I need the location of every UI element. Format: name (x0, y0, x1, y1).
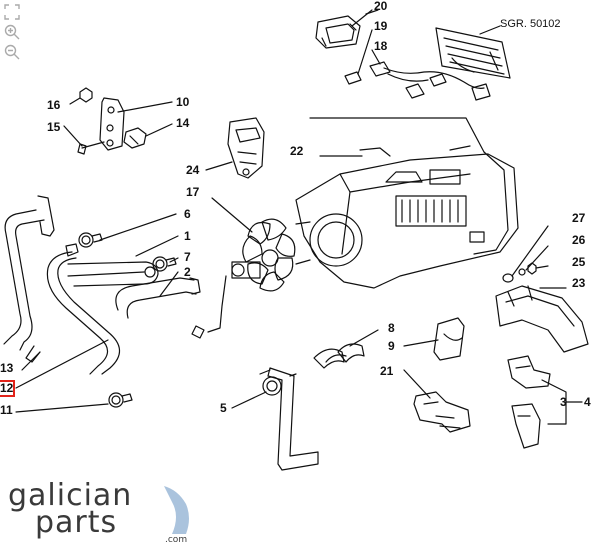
logo-accent-shape (164, 486, 189, 534)
callout-22[interactable]: 22 (290, 144, 304, 158)
reference-code: SGR. 50102 (500, 18, 561, 30)
callout-17[interactable]: 17 (186, 185, 200, 199)
callout-1[interactable]: 1 (184, 229, 191, 243)
part-4-bracket (511, 403, 541, 449)
callout-11[interactable]: 11 (0, 403, 13, 417)
part-sgr-plate (435, 27, 511, 79)
part-11-clamp (108, 392, 133, 408)
logo-line-1: galician (8, 478, 133, 513)
callout-8[interactable]: 8 (388, 321, 395, 335)
part-25-nut (527, 262, 537, 275)
callout-13[interactable]: 13 (0, 361, 14, 375)
part-26-washer (518, 268, 526, 276)
part-15-screw (77, 141, 105, 155)
callout-4[interactable]: 4 (584, 395, 591, 409)
part-13-hose (3, 195, 55, 363)
part-21-bracket (413, 391, 471, 433)
callout-24[interactable]: 24 (186, 163, 200, 177)
callout-18[interactable]: 18 (374, 39, 388, 53)
expand-icon[interactable] (3, 3, 21, 21)
part-6-clamp (78, 232, 103, 248)
part-23-air-duct (495, 285, 589, 353)
callout-20[interactable]: 20 (374, 0, 388, 13)
callout-16[interactable]: 16 (47, 98, 61, 112)
callout-15[interactable]: 15 (47, 120, 61, 134)
zoom-out-icon[interactable] (3, 43, 21, 61)
part-8-clips (313, 343, 365, 369)
part-19-connector (344, 71, 362, 85)
part-5-bracket (259, 367, 319, 471)
part-24-housing (227, 117, 265, 179)
callout-9[interactable]: 9 (388, 339, 395, 353)
callout-12[interactable]: 12 (0, 380, 16, 397)
logo-line-2: parts (35, 505, 118, 540)
callout-26[interactable]: 26 (572, 233, 586, 247)
part-2-hose (115, 277, 201, 319)
callout-3[interactable]: 3 (560, 395, 567, 409)
part-20-module (315, 9, 379, 49)
logo-tld: .com (165, 535, 188, 545)
part-3-clip (507, 355, 551, 389)
part-7-clamp (152, 256, 177, 272)
callout-23[interactable]: 23 (572, 276, 586, 290)
callout-19[interactable]: 19 (374, 19, 388, 33)
viewer-toolbar (3, 3, 23, 63)
callout-21[interactable]: 21 (380, 364, 394, 378)
part-18-wiring-harness (369, 57, 491, 101)
part-27-grommet (502, 273, 514, 283)
part-10-bracket (99, 97, 125, 151)
part-14-clip (123, 127, 147, 149)
part-1-hose (67, 261, 159, 287)
callout-7[interactable]: 7 (184, 250, 191, 264)
callout-6[interactable]: 6 (184, 207, 191, 221)
callout-5[interactable]: 5 (220, 401, 227, 415)
part-22-heater-unit (295, 117, 519, 289)
part-12-hose (46, 243, 121, 375)
zoom-in-icon[interactable] (3, 23, 21, 41)
callout-2[interactable]: 2 (184, 265, 191, 279)
part-17-blower-fan (191, 218, 296, 339)
galicianparts-logo: galician parts .com (8, 478, 189, 545)
callout-10[interactable]: 10 (176, 95, 190, 109)
callout-27[interactable]: 27 (572, 211, 586, 225)
part-9-clip (433, 317, 465, 361)
callout-14[interactable]: 14 (176, 116, 190, 130)
part-16-nut (79, 87, 93, 103)
callout-25[interactable]: 25 (572, 255, 586, 269)
